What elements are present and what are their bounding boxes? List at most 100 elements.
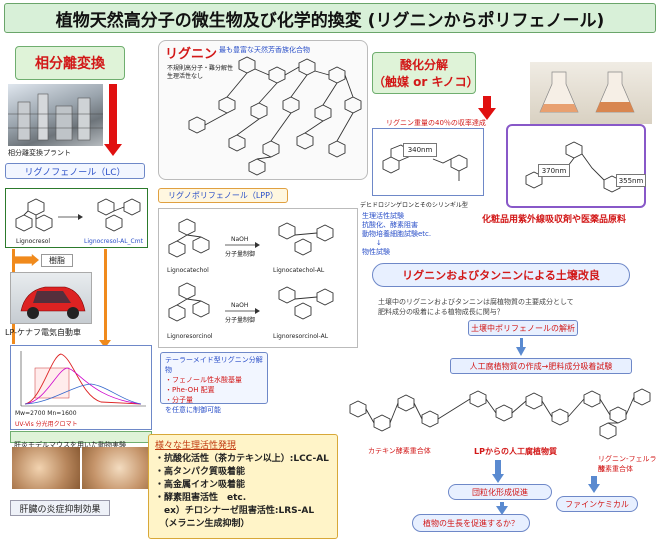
humic-structures bbox=[349, 388, 651, 440]
test-item-1: 生理活性試験 bbox=[362, 212, 404, 220]
plant-caption: 相分離変換プラント bbox=[8, 149, 71, 157]
nm370-box: 370nm bbox=[538, 164, 570, 177]
plant-illustration bbox=[8, 93, 103, 141]
bioactivity-item-6: （メラニン生成抑制） bbox=[155, 519, 250, 529]
lpp-label-box: リグノポリフェノール（LPP） bbox=[158, 188, 288, 203]
nm355-box: 355nm bbox=[616, 174, 646, 187]
yield-note: リグニン重量の40％の収率達成 bbox=[386, 119, 486, 127]
phase-sep-heading: 相分離変換 bbox=[35, 56, 105, 72]
lc-label-box: リグノフェノール（LC） bbox=[5, 163, 145, 179]
compound-label: デヒドロジンゲロンとそのシリンギル型 bbox=[360, 202, 468, 209]
lignin-structure bbox=[188, 56, 362, 176]
artificial-label: LPからの人工腐植物質 bbox=[474, 447, 557, 456]
lpp-mol2-al: Lignoresorcinol-AL bbox=[273, 333, 329, 340]
ferulic-label-2: 酵素重合体 bbox=[598, 465, 633, 473]
nm340: 340nm bbox=[407, 146, 433, 154]
bioactivity-item-1: ・抗酸化活性（茶カテキン以上）:LCC-AL bbox=[155, 454, 329, 464]
lignin-heading: リグニン bbox=[165, 47, 218, 62]
soil-step2: 人工腐植物質の作成→肥料成分吸着試験 bbox=[469, 361, 613, 371]
lignin-box: リグニン 最も豊富な天然芳香族化合物 不規則高分子・難分解性 生理活性なし bbox=[158, 40, 368, 180]
to-aggregate-arrow bbox=[492, 460, 504, 483]
tailor-box: テーラーメイド型リグニン分解物 ・フェノール性水酸基量 ・Phe-OH 配置 ・… bbox=[160, 352, 268, 414]
soil-heading: リグニンおよびタンニンによる土壌改良 bbox=[402, 269, 600, 282]
graph-note1: Mw=2700 Mn=1600 bbox=[15, 410, 77, 417]
flask-illustration bbox=[539, 71, 635, 113]
soil-desc-1: 土壌中のリグニンおよびタンニンは腐植物質の主要成分として bbox=[378, 298, 574, 306]
soil-desc-2: 肥料成分の吸着による植物成長に関与？ bbox=[378, 308, 504, 316]
to-question-arrow bbox=[496, 502, 508, 515]
resin-label-box: 樹脂 bbox=[41, 254, 73, 267]
graph-note2: UV-Vis 分光用クロマト bbox=[15, 421, 78, 428]
soil-step1: 土壌中ポリフェノールの解析 bbox=[471, 323, 575, 333]
plant-photo bbox=[8, 84, 103, 146]
graph-caption-box: 肝炎モデルマウスを用いた動物実験 bbox=[10, 431, 152, 449]
fine-box: ファインケミカル bbox=[556, 496, 638, 512]
lignin-note2: 生理活性なし bbox=[167, 73, 204, 80]
soil-step1-box: 土壌中ポリフェノールの解析 bbox=[468, 320, 578, 336]
lc-label: リグノフェノール（LC） bbox=[24, 167, 126, 178]
car-photo bbox=[10, 272, 92, 324]
tailor-heading: テーラーメイド型リグニン分解物 bbox=[165, 356, 263, 374]
lpp-step-1: 分子量制御 bbox=[225, 251, 256, 258]
right-connector-line bbox=[104, 249, 107, 344]
lc-reaction-box: Lignocresol Lignocresol-AL_Cmt bbox=[5, 188, 148, 248]
lpp-step-2: 分子量制御 bbox=[225, 317, 256, 324]
car-illustration bbox=[20, 286, 86, 319]
lpp-label: リグノポリフェノール（LPP） bbox=[168, 191, 278, 200]
tests-list: 生理活性試験 抗酸化、酵素阻害 動物培養細胞試験etc. ↓ 物性試験 bbox=[362, 212, 431, 257]
soil-step1-arrow bbox=[516, 338, 526, 356]
oxidation-heading-2: （触媒 or キノコ） bbox=[373, 75, 479, 89]
mouse-caption: 肝臓の炎症抑制効果 bbox=[19, 504, 101, 515]
mushroom-photo bbox=[530, 62, 652, 124]
soil-heading-box: リグニンおよびタンニンによる土壌改良 bbox=[372, 263, 630, 287]
compound-structure-1 bbox=[382, 144, 468, 181]
lpp-reagent-1: NaOH bbox=[231, 236, 249, 243]
resin-label: 樹脂 bbox=[49, 256, 65, 265]
bioactivity-heading: 様々な生理活性発現 bbox=[155, 441, 237, 451]
test-item-2: 抗酸化、酵素阻害 bbox=[362, 221, 418, 229]
phase-sep-arrow bbox=[104, 84, 122, 156]
bioactivity-item-5: ex）チロシナーゼ阻害活性:LRS-AL bbox=[155, 506, 315, 516]
car-caption: LP-ケナフ電気自動車 bbox=[5, 328, 81, 337]
nm355: 355nm bbox=[618, 176, 644, 185]
tailor-item-1: ・フェノール性水酸基量 bbox=[165, 376, 242, 384]
question-label: 植物の生長を促進するか？ bbox=[423, 518, 519, 528]
question-box: 植物の生長を促進するか？ bbox=[412, 514, 530, 532]
tailor-item-2: ・Phe-OH 配置 bbox=[165, 386, 215, 394]
cosmetic-label: 化粧品用紫外線吸収剤や医薬品原料 bbox=[482, 215, 627, 225]
chromatogram-plot bbox=[20, 351, 146, 407]
catechin-label: カテキン酵素重合体 bbox=[368, 447, 431, 455]
oxidation-heading-1: 酸化分解 bbox=[399, 58, 448, 72]
lpp-reaction-diagram bbox=[168, 218, 334, 322]
nm340-box: 340nm bbox=[403, 143, 437, 157]
lpp-reagent-2: NaOH bbox=[231, 302, 249, 309]
page-title: 植物天然高分子の微生物及び化学的換変 (リグニンからポリフェノール) bbox=[4, 3, 656, 33]
bioactivity-item-4: ・酵素阻害活性 etc. bbox=[155, 493, 247, 503]
fine-label: ファインケミカル bbox=[565, 499, 629, 509]
test-item-4: ↓ bbox=[376, 239, 382, 247]
lc-reaction-diagram bbox=[15, 198, 141, 232]
to-fine-arrow bbox=[588, 476, 600, 493]
lpp-reaction-box: NaOH 分子量制御 Lignocatechol Lignocatechol-A… bbox=[158, 208, 358, 348]
mouse-photo-2 bbox=[82, 447, 150, 489]
lignin-subheading: 最も豊富な天然芳香族化合物 bbox=[219, 46, 310, 54]
lignocresol-left: Lignocresol bbox=[16, 238, 51, 245]
mouse-caption-box: 肝臓の炎症抑制効果 bbox=[10, 500, 110, 516]
aggregate-box: 団粒化形成促進 bbox=[448, 484, 552, 500]
aggregate-label: 団粒化形成促進 bbox=[472, 487, 528, 497]
resin-arrow bbox=[15, 254, 39, 266]
compound-structure-2 bbox=[525, 141, 621, 193]
compound-box-2: 370nm 355nm bbox=[506, 124, 646, 208]
phase-sep-heading-box: 相分離変換 bbox=[15, 46, 125, 80]
mouse-photo-1 bbox=[12, 447, 80, 489]
bioactivity-item-3: ・高金属イオン吸着能 bbox=[155, 480, 246, 490]
chromatogram-box: Mw=2700 Mn=1600 UV-Vis 分光用クロマト bbox=[10, 345, 152, 430]
lpp-mol2: Lignoresorcinol bbox=[167, 333, 213, 340]
nm370: 370nm bbox=[541, 166, 567, 175]
oxidation-arrow bbox=[478, 96, 496, 120]
compound-box-1: 340nm bbox=[372, 128, 484, 196]
right-connector-head bbox=[99, 340, 111, 348]
tailor-tail: を任意に制御可能 bbox=[165, 406, 221, 414]
ferulic-label-1: リグニン-フェルラ酸 bbox=[598, 455, 657, 473]
oxidation-heading-box: 酸化分解 （触媒 or キノコ） bbox=[372, 52, 479, 94]
